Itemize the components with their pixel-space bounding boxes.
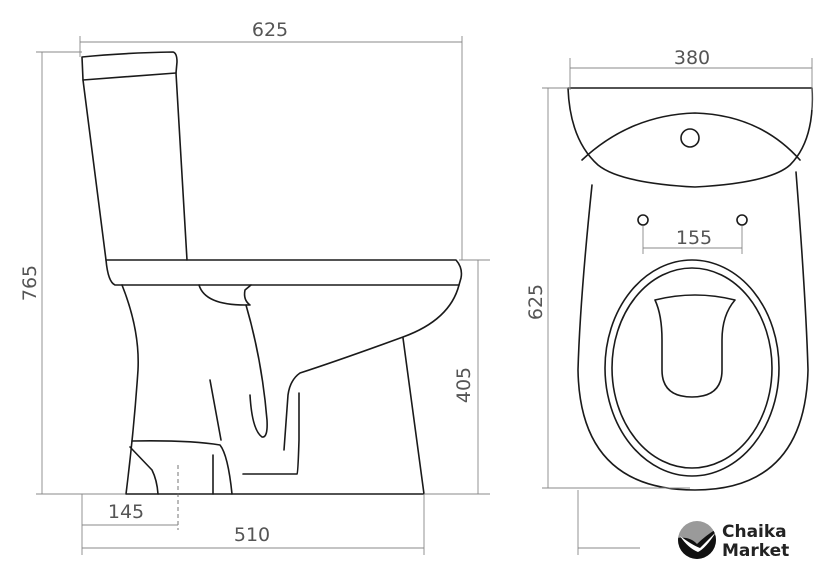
dim-label-625-side: 625 <box>525 284 547 320</box>
dim-label-145: 145 <box>108 501 144 523</box>
dim-label-625-top: 625 <box>252 19 288 41</box>
bowl-top-outline <box>577 171 809 491</box>
top-dimension-lines <box>542 58 813 555</box>
seat-outline <box>105 259 463 286</box>
bolt-hole-left <box>637 214 649 226</box>
dim-label-510: 510 <box>234 524 270 546</box>
top-view: 380 625 155 <box>525 47 814 555</box>
dim-label-155: 155 <box>676 227 712 249</box>
dim-label-380: 380 <box>674 47 710 69</box>
bolt-hole-right <box>736 214 748 226</box>
logo-text-line1: Chaika <box>722 522 787 542</box>
chaika-market-logo: Chaika Market <box>678 521 789 561</box>
logo-text-line2: Market <box>722 541 789 561</box>
cistern-top-outline <box>567 87 814 188</box>
side-view: 625 765 405 145 510 <box>19 19 490 555</box>
dim-label-405: 405 <box>453 367 475 403</box>
side-dimension-lines <box>36 36 490 555</box>
dim-label-765: 765 <box>19 265 41 301</box>
cistern-outline <box>81 51 188 261</box>
flush-button-icon <box>680 128 700 148</box>
bowl-outline <box>121 284 460 530</box>
